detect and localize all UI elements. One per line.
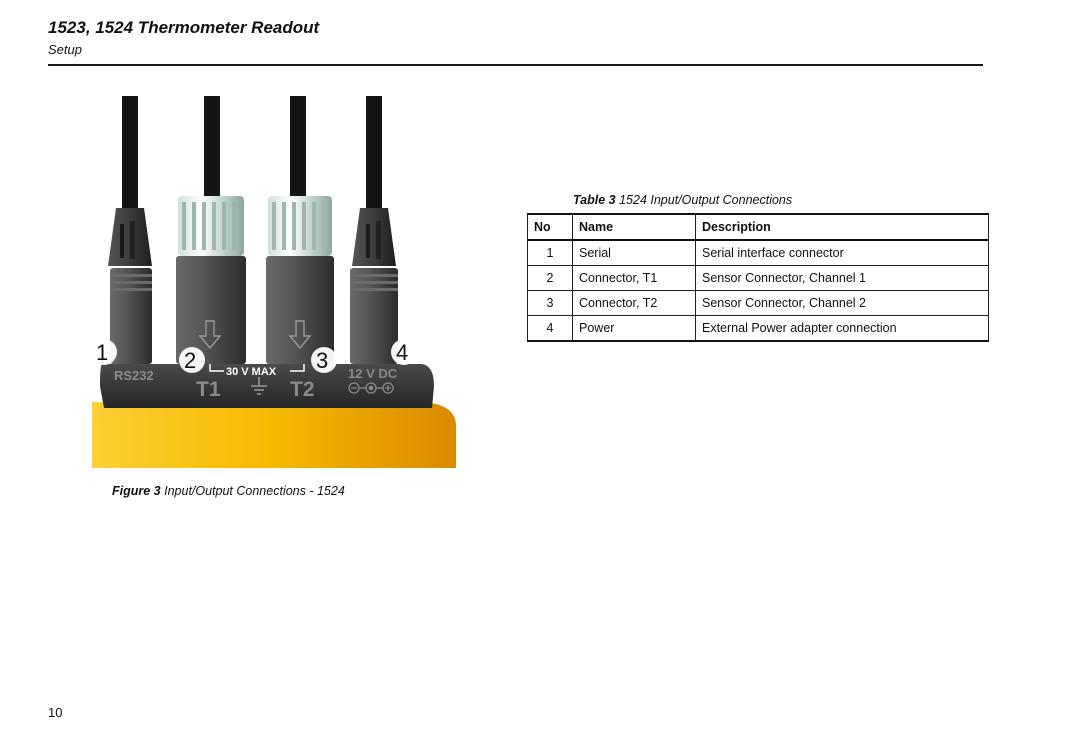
connector-illustration: 1 2 3 4 RS232 30 V MAX T1 T2 12 V DC [92,96,456,468]
column-header-no: No [527,213,573,241]
cell-name: Power [572,315,696,342]
housing-body [92,402,456,468]
cell-name: Serial [572,240,696,266]
cell-description: Sensor Connector, Channel 2 [695,290,989,316]
table-caption: Table 3 1524 Input/Output Connections [573,193,792,207]
io-connections-table: No Name Description 1 Serial Serial inte… [527,213,989,342]
page-title: 1523, 1524 Thermometer Readout [48,18,320,37]
page-number: 10 [48,705,63,720]
figure-caption-text: Input/Output Connections - 1524 [164,484,345,498]
max-voltage-bracket-left [209,364,224,372]
header-rule [48,64,983,66]
t1-label: T1 [196,378,221,401]
cell-no: 4 [527,315,573,342]
max-voltage-bracket-right [290,364,305,372]
connector-figure: 1 2 3 4 RS232 30 V MAX T1 T2 12 V DC [92,96,462,468]
callout-2: 2 [184,348,196,373]
cell-no: 3 [527,290,573,316]
callout-1: 1 [96,340,108,365]
cell-name: Connector, T2 [572,290,696,316]
column-header-description: Description [695,213,989,241]
callout-4: 4 [396,340,408,365]
table-header-row: No Name Description [527,213,989,241]
cable-3 [266,96,334,364]
figure-caption: Figure 3 Input/Output Connections - 1524 [112,484,345,498]
ground-icon [251,377,267,395]
cell-no: 1 [527,240,573,266]
dc-label: 12 V DC [348,366,398,381]
max-voltage-label: 30 V MAX [226,366,277,378]
t2-label: T2 [290,378,315,401]
table-row: 4 Power External Power adapter connectio… [527,315,989,342]
callout-3: 3 [316,348,328,373]
cell-description: Sensor Connector, Channel 1 [695,265,989,291]
column-header-name: Name [572,213,696,241]
figure-caption-prefix: Figure 3 [112,484,161,498]
cell-name: Connector, T1 [572,265,696,291]
table-caption-prefix: Table 3 [573,193,616,207]
cable-1 [108,96,152,364]
rs232-label: RS232 [114,368,154,383]
cable-2 [176,96,246,364]
table-caption-text: 1524 Input/Output Connections [619,193,793,207]
cell-no: 2 [527,265,573,291]
dc-polarity-icon [348,382,394,394]
section-subtitle: Setup [48,42,82,57]
cable-4 [350,96,398,364]
cell-description: External Power adapter connection [695,315,989,342]
cell-description: Serial interface connector [695,240,989,266]
table-row: 3 Connector, T2 Sensor Connector, Channe… [527,290,989,316]
table-row: 2 Connector, T1 Sensor Connector, Channe… [527,265,989,291]
table-row: 1 Serial Serial interface connector [527,240,989,266]
